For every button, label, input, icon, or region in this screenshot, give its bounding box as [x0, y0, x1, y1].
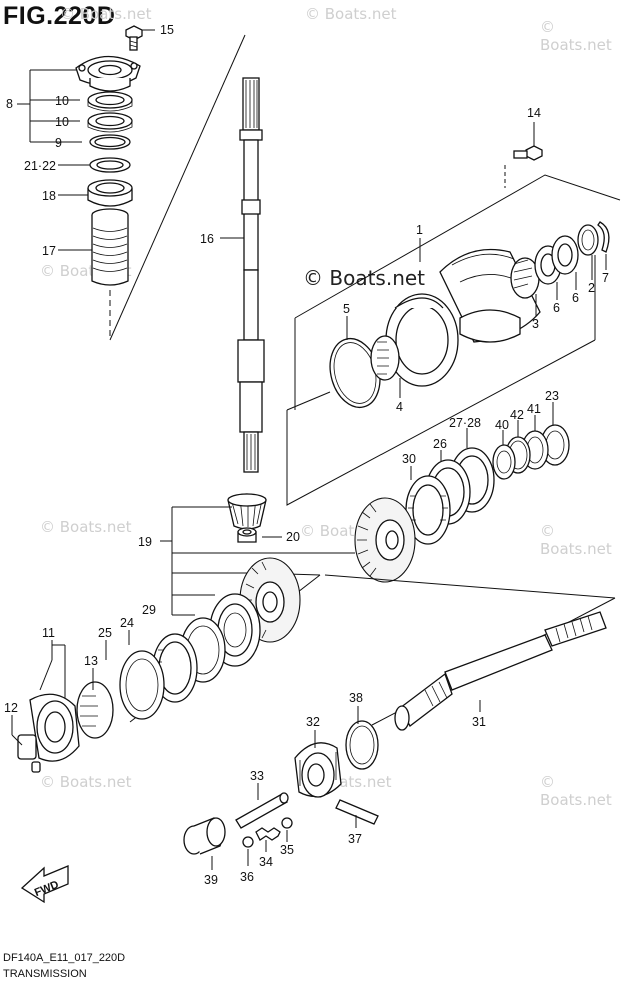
callout-31: 31: [472, 715, 486, 729]
watermark: © Boats.net: [540, 18, 612, 54]
watermark: © Boats.net: [305, 5, 397, 23]
callout-23: 23: [545, 389, 559, 403]
bearing-housing-8: [75, 55, 141, 92]
callout-1: 1: [416, 223, 423, 237]
callout-13: 13: [84, 654, 98, 668]
drive-shaft-16: [220, 77, 265, 473]
callout-16: 16: [200, 232, 214, 246]
assembly-frame: [286, 165, 621, 506]
callout-15: 15: [160, 23, 174, 37]
gear-case-1: [385, 238, 541, 387]
callout-7: 7: [602, 271, 609, 285]
watermark: © Boats.net: [540, 522, 612, 558]
callout-26: 26: [433, 437, 447, 451]
watermark: © Boats.net: [40, 518, 132, 536]
callout-10: 10: [55, 94, 69, 108]
o-ring-5: [329, 316, 381, 409]
shim-25: [105, 640, 165, 720]
spring-34: [255, 827, 281, 852]
ball-36: [242, 836, 254, 866]
bearing-10-lower: [87, 112, 133, 133]
shim-40: [492, 430, 516, 480]
callout-33: 33: [250, 769, 264, 783]
callout-24: 24: [120, 616, 134, 630]
propeller-shaft-housing-12: [11, 693, 80, 773]
sleeve-17: [91, 208, 129, 286]
bearing-10-upper: [87, 91, 133, 112]
callout-32: 32: [306, 715, 320, 729]
callout-39: 39: [204, 873, 218, 887]
callout-25: 25: [98, 626, 112, 640]
forward-gear: [354, 497, 416, 583]
ball-35: [281, 817, 293, 842]
callout-36: 36: [240, 870, 254, 884]
sleeve-39: [183, 817, 226, 870]
nut-20: [237, 527, 282, 543]
watermark: © Boats.net: [60, 5, 152, 23]
callout-2: 2: [588, 281, 595, 295]
callout-29: 29: [142, 603, 156, 617]
callout-12: 12: [4, 701, 18, 715]
ring-2: [577, 224, 599, 280]
callout-6: 6: [572, 291, 579, 305]
bearing-13: [76, 668, 114, 739]
callout-18: 18: [42, 189, 56, 203]
callout-5: 5: [343, 302, 350, 316]
seal-6b: [551, 235, 579, 290]
pinion-gear-19: [227, 493, 267, 530]
clutch-ring-38: [345, 706, 379, 770]
callout-4: 4: [396, 400, 403, 414]
ring-9: [89, 134, 131, 150]
figure-title: FIG.220D: [3, 2, 116, 30]
callout-34: 34: [259, 855, 273, 869]
callout-11: 11: [42, 626, 55, 640]
callout-41: 41: [527, 402, 541, 416]
callout-42: 42: [510, 408, 524, 422]
callout-14: 14: [527, 106, 541, 120]
model-code: DF140A_E11_017_220D: [3, 952, 126, 964]
fwd-arrow-icon: FWD: [20, 865, 69, 904]
bracket-19: [160, 506, 355, 616]
callout-35: 35: [280, 843, 294, 857]
bolt-15: [125, 25, 143, 51]
push-rod-33: [235, 783, 289, 829]
callout-27-28: 27·28: [449, 416, 481, 430]
callout-38: 38: [349, 691, 363, 705]
callout-8: 8: [6, 97, 13, 111]
callout-9: 9: [55, 136, 62, 150]
needle-bearing-3: [510, 257, 540, 316]
callout-20: 20: [286, 530, 300, 544]
bolt-14: [513, 122, 543, 161]
propeller-shaft-31: [394, 611, 607, 731]
callout-37: 37: [348, 832, 362, 846]
clutch-dog-32: [294, 730, 342, 798]
callout-19: 19: [138, 535, 152, 549]
callout-40: 40: [495, 418, 509, 432]
bearing-4: [370, 335, 401, 398]
watermark: © Boats.net: [40, 773, 132, 791]
callout-21-22: 21·22: [24, 159, 56, 173]
callout-17: 17: [42, 244, 56, 258]
callout-10: 10: [55, 115, 69, 129]
shim-21-22: [89, 157, 131, 173]
bracket-8: [17, 29, 155, 251]
callout-3: 3: [532, 317, 539, 331]
callout-6: 6: [553, 301, 560, 315]
callout-30: 30: [402, 452, 416, 466]
bearing-18: [87, 179, 133, 207]
section-name: TRANSMISSION: [3, 968, 87, 980]
pin-37: [335, 799, 379, 828]
circlip-7: [597, 221, 610, 270]
watermark: © Boats.net: [540, 773, 612, 809]
bracket-11: [39, 640, 66, 700]
